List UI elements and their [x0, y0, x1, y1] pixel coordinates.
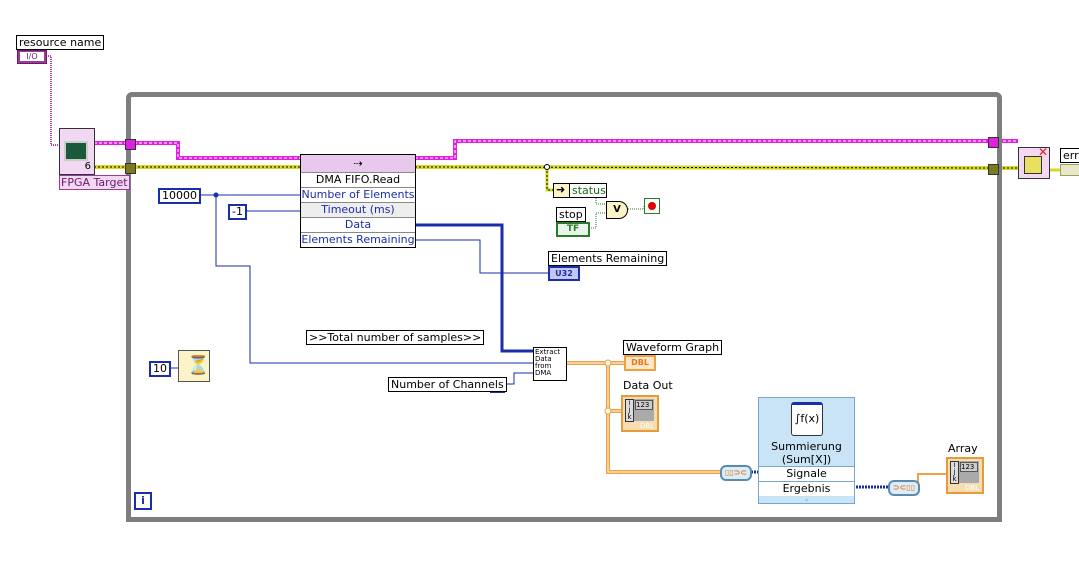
refnum-wire [94, 141, 300, 160]
data-type: DBL [964, 484, 979, 492]
open-fpga-reference-node[interactable]: 6 [59, 128, 95, 175]
dma-header: ⇢ [301, 155, 415, 173]
array-label: Array [948, 442, 978, 455]
arrow-icon: ➜ [556, 183, 566, 196]
extract-line: DMA [535, 369, 552, 377]
error-tunnel-right [988, 164, 999, 175]
total-samples-comment: >>Total number of samples>> [306, 330, 485, 345]
integral-icon: ∫f(x) [791, 402, 823, 436]
metronome-icon: ⏳ [187, 355, 210, 376]
close-x-icon: ✕ [1037, 145, 1048, 159]
number-of-channels-label: Number of Channels [388, 377, 507, 392]
resource-name-terminal[interactable]: I/O [17, 50, 47, 64]
status-element: status [569, 184, 606, 197]
wait-ms-node[interactable]: ⏳ [178, 350, 210, 382]
stop-terminal[interactable]: TF [556, 222, 590, 237]
input-number-of-elements[interactable]: Number of Elements [301, 187, 415, 201]
index-j: j [953, 468, 956, 476]
index-display: i j k [950, 461, 959, 484]
channels-wire [503, 372, 533, 385]
close-vi-icon [1024, 156, 1042, 174]
or-function[interactable]: V [606, 201, 628, 219]
element-display: 123 [634, 399, 654, 421]
resource-wire [48, 55, 60, 146]
waveform-graph-terminal: DBL [624, 355, 656, 371]
stop-label: stop [556, 207, 586, 222]
wait-constant[interactable]: 10 [149, 361, 171, 377]
io-type-label: I/O [20, 52, 44, 61]
index-i: i [628, 399, 631, 407]
stop-sign-icon [648, 202, 656, 210]
expand-chevron-icon[interactable]: ⌄ [803, 495, 810, 503]
dma-fifo-read-node[interactable]: ⇢ DMA FIFO.Read Number of Elements Timeo… [300, 154, 416, 248]
index-j: j [628, 406, 631, 414]
index-k: k [627, 413, 632, 421]
waveform-graph-label: Waveform Graph [623, 340, 723, 355]
convert-from-dynamic-data[interactable]: ⊃⊂▯▯ [888, 480, 920, 496]
express-title-line: (Sum[X]) [781, 453, 832, 466]
input-signale[interactable]: Signale [759, 466, 854, 481]
error-out-terminal [1060, 164, 1079, 176]
unbundle-status-node[interactable]: ➜ status [553, 183, 607, 198]
express-title-line: Summierung [771, 440, 842, 453]
dma-title: DMA FIFO.Read [315, 173, 401, 186]
iteration-terminal: i [134, 492, 152, 510]
element-value: 123 [960, 462, 978, 472]
fpga-icon [64, 141, 88, 161]
array-indicator: i j k 123 DBL [946, 457, 984, 494]
data-out-label: Data Out [623, 379, 673, 392]
total-samples-wire [215, 195, 533, 364]
loop-condition-terminal[interactable] [644, 198, 660, 214]
elements-remaining-label: Elements Remaining [548, 251, 668, 266]
resource-name-label: resource name [16, 35, 105, 50]
extract-line: Data [535, 355, 552, 363]
extract-data-subvi[interactable]: Extract Data from DMA [533, 347, 567, 381]
input-timeout[interactable]: Timeout (ms) [301, 202, 415, 217]
while-loop[interactable] [126, 92, 1002, 522]
remaining-wire [415, 239, 548, 274]
convert-to-dynamic-data[interactable]: ▯▯⊃⊂ [720, 465, 752, 481]
data-wire [415, 223, 533, 353]
express-vi-summierung[interactable]: ∫f(x) Summierung (Sum[X]) Signale Ergebn… [758, 397, 855, 504]
index-display: i j k [625, 399, 634, 422]
index-k: k [952, 475, 957, 483]
output-data[interactable]: Data [301, 217, 415, 232]
timeout-constant[interactable]: -1 [228, 204, 247, 220]
output-elements-remaining[interactable]: Elements Remaining [301, 232, 415, 246]
num-elements-constant[interactable]: 10000 [158, 188, 201, 204]
refnum-tunnel-left [125, 139, 136, 150]
element-value: 123 [635, 400, 653, 410]
data-type: DBL [639, 422, 654, 430]
error-out-label: erro [1060, 148, 1079, 163]
element-display: 123 [959, 461, 979, 483]
refnum-tunnel-right [988, 137, 999, 148]
output-ergebnis[interactable]: Ergebnis [759, 481, 854, 496]
close-fpga-reference-node[interactable]: ✕ [1018, 145, 1050, 179]
elements-remaining-terminal: U32 [548, 266, 580, 281]
index-i: i [953, 461, 956, 469]
error-tunnel-left [125, 163, 136, 174]
fpga-target-label: FPGA Target [59, 175, 130, 190]
fpga-badge: 6 [84, 161, 91, 172]
stop-to-or [589, 212, 606, 229]
data-out-indicator: i j k 123 DBL [621, 395, 659, 432]
extract-line: from [535, 362, 552, 370]
extract-line: Extract [535, 348, 561, 356]
